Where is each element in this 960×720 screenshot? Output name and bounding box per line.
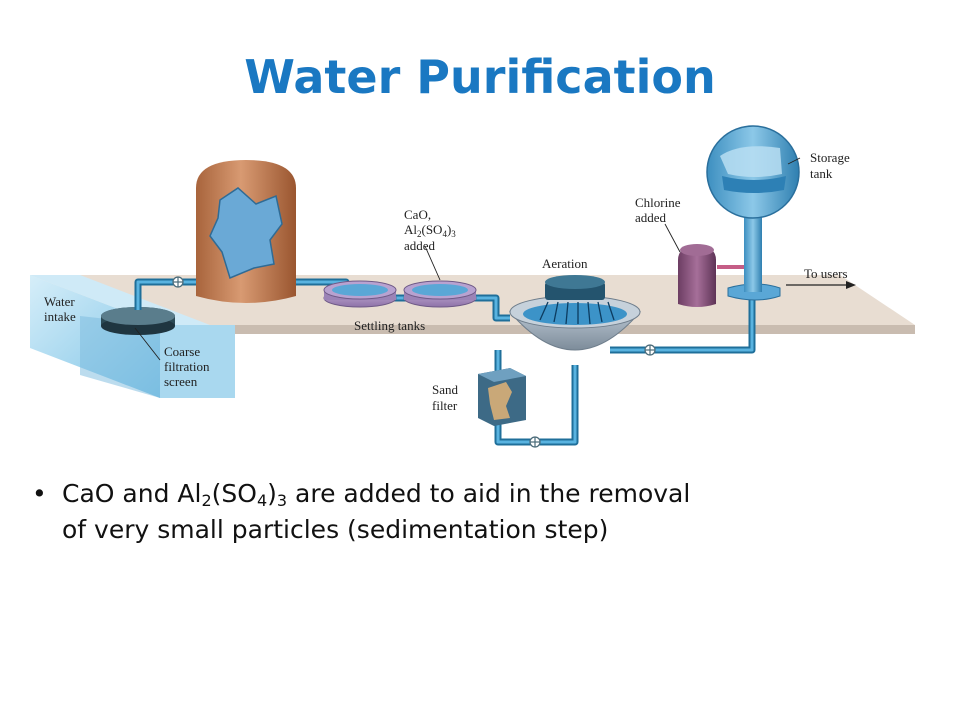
- label-coarse-line3: screen: [164, 374, 198, 389]
- label-chemicals-line1: CaO,: [404, 207, 431, 222]
- label-water-intake-line2: intake: [44, 309, 76, 324]
- label-chemicals-line2: Al2(SO4)3: [404, 222, 456, 239]
- leader-lines: [134, 157, 801, 361]
- label-chem-so: (SO: [422, 222, 443, 237]
- label-coarse-line1: Coarse: [164, 344, 200, 359]
- bullet-part2: (SO: [211, 479, 257, 508]
- sand-filter: [478, 368, 526, 426]
- aeration-basin: [508, 275, 642, 351]
- bullet-text: CaO and Al2(SO4)3 are added to aid in th…: [62, 476, 922, 548]
- label-sand-line2: filter: [432, 398, 458, 413]
- label-chem-sub3: 3: [451, 229, 456, 239]
- valve-icons: [172, 276, 656, 448]
- bullet-sub3: 3: [276, 491, 288, 510]
- settling-tanks: [323, 280, 477, 308]
- bullet-sub2: 4: [256, 491, 268, 510]
- bullet-dot: •: [32, 479, 47, 508]
- label-chemicals-line3: added: [404, 238, 436, 253]
- label-chem-al: Al: [404, 222, 417, 237]
- label-chlorine-line2: added: [635, 210, 667, 225]
- to-users-arrow: [786, 281, 856, 289]
- coarse-filtration-screen: [101, 307, 175, 335]
- label-water-intake-line1: Water: [44, 294, 75, 309]
- primary-tank: [196, 160, 296, 303]
- slide-title: Water Purification: [244, 50, 716, 104]
- label-chlorine-line1: Chlorine: [635, 195, 681, 210]
- water-purification-diagram: Water intake Coarse filtration screen Ca…: [20, 120, 920, 465]
- bullet-part4: are added to aid in the removal: [287, 479, 691, 508]
- label-storage-line2: tank: [810, 166, 833, 181]
- bullet-line2: of very small particles (sedimentation s…: [62, 515, 609, 544]
- label-settling-tanks: Settling tanks: [354, 318, 425, 333]
- label-coarse-line2: filtration: [164, 359, 210, 374]
- bullet-part3: ): [267, 479, 277, 508]
- label-sand-line1: Sand: [432, 382, 459, 397]
- bullet-sub1: 2: [201, 491, 212, 510]
- bullet-part1: CaO and Al: [62, 479, 202, 508]
- label-storage-line1: Storage: [810, 150, 850, 165]
- label-to-users: To users: [804, 266, 848, 281]
- label-chem-paren: ): [447, 222, 451, 237]
- chlorine-tank: [678, 244, 716, 307]
- label-chem-sub4: 4: [442, 229, 447, 239]
- storage-tank: [706, 125, 800, 301]
- label-chem-sub2: 2: [417, 229, 422, 239]
- label-aeration: Aeration: [542, 256, 588, 271]
